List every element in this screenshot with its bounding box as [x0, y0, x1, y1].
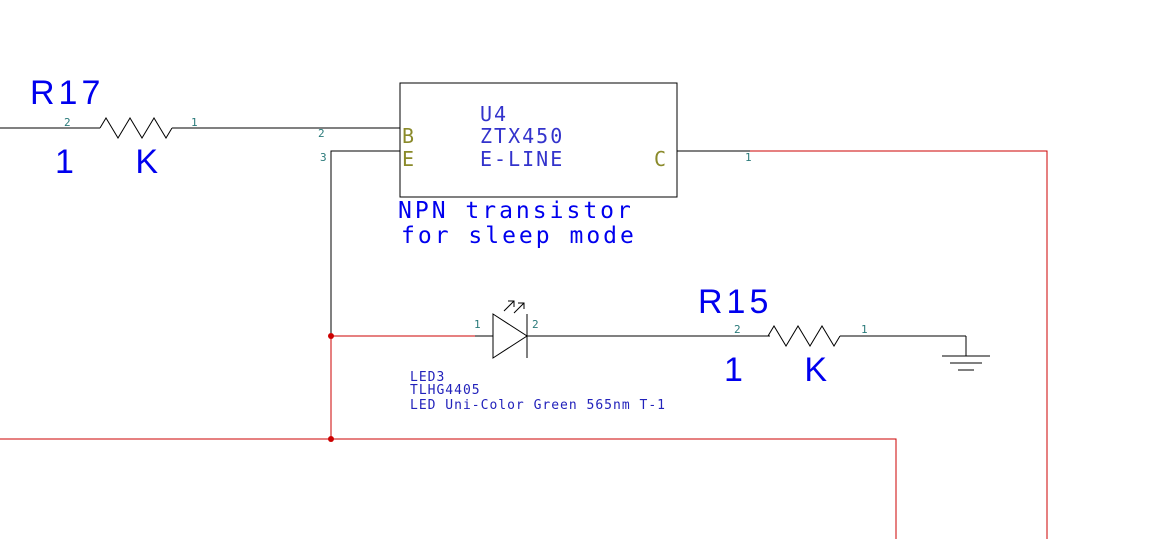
junction-dot-lower: [328, 436, 334, 442]
r15-ref-label: R15: [698, 283, 772, 321]
junction-dot-upper: [328, 333, 334, 339]
led-part-label: TLHG4405: [410, 383, 481, 398]
u4-package-label: E-LINE: [480, 147, 564, 171]
u4-part-label: ZTX450: [480, 124, 564, 148]
led-pin-anode: 1: [474, 318, 481, 331]
u4-pin-e-label: E: [402, 147, 414, 171]
r17-ref-label: R17: [30, 74, 104, 112]
u4-note-line1: NPN transistor: [398, 198, 634, 224]
transistor-u4[interactable]: U4 ZTX450 E-LINE B E C 2 3 1 NPN transis…: [318, 82, 752, 249]
led-triangle: [492, 313, 528, 359]
r17-value-label: 1 K: [55, 143, 184, 181]
u4-pin-e-number: 3: [320, 151, 327, 164]
led-ref-label: LED3: [410, 370, 445, 385]
u4-pin-c-label: C: [654, 147, 666, 171]
net-collector-red: [750, 150, 1048, 539]
r15-value-label: 1 K: [724, 351, 853, 389]
led-led3[interactable]: 1 2 LED3 TLHG4405 LED Uni-Color Green 56…: [410, 300, 770, 413]
wire-emitter: [330, 150, 400, 336]
u4-note-line2: for sleep mode: [401, 223, 637, 249]
resistor-r17[interactable]: R17 1 K 2 1: [0, 74, 400, 181]
r17-pin-right: 1: [191, 116, 198, 129]
r15-pin-left: 2: [734, 323, 741, 336]
r17-pin-left: 2: [64, 116, 71, 129]
resistor-symbol-r17: [99, 117, 173, 139]
led-pin-cathode: 2: [532, 318, 539, 331]
u4-pin-b-label: B: [402, 124, 414, 148]
net-bottom-red: [0, 438, 897, 539]
led-emission-arrows-icon: [503, 300, 525, 314]
ground-icon: [942, 336, 990, 371]
u4-pin-b-number: 2: [318, 127, 325, 140]
u4-pin-c-number: 1: [745, 151, 752, 164]
u4-body: [399, 82, 678, 198]
resistor-symbol-r15: [767, 325, 841, 347]
u4-ref-label: U4: [480, 102, 508, 126]
led-description-label: LED Uni-Color Green 565nm T-1: [410, 398, 666, 413]
r15-pin-right: 1: [861, 323, 868, 336]
resistor-r15[interactable]: R15 1 K 2 1: [698, 283, 966, 389]
